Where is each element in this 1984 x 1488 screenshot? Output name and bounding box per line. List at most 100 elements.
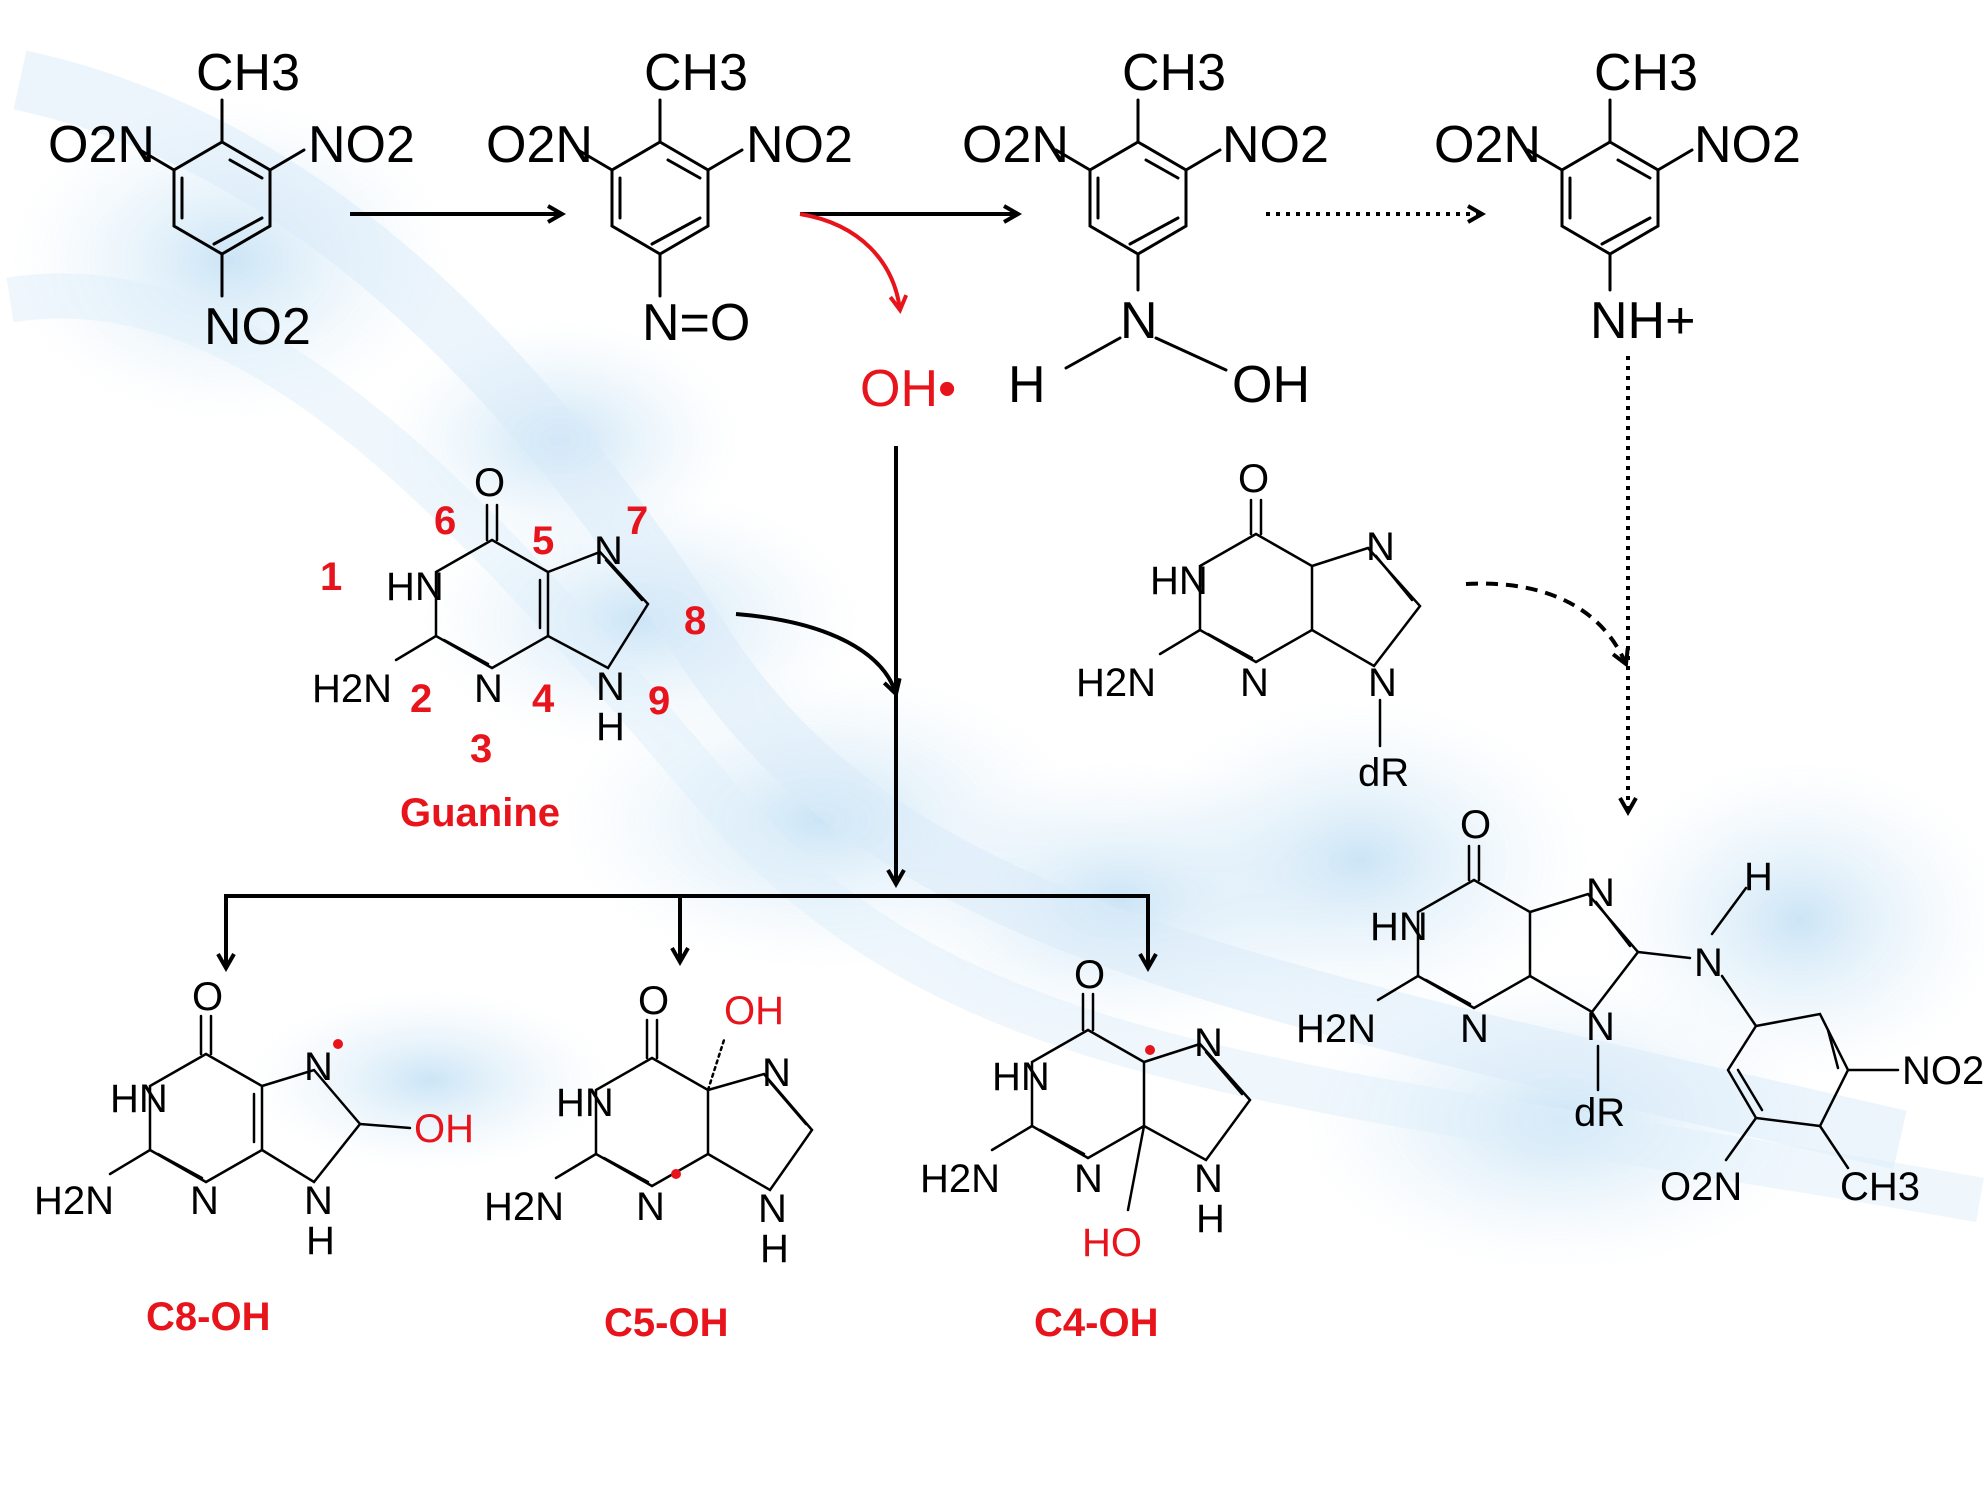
- c8-n3-label: N: [190, 1179, 219, 1223]
- dg-o-label: O: [1238, 457, 1269, 501]
- tnt-ch3-label: CH3: [196, 44, 300, 102]
- c4-oh-name: C4-OH: [1034, 1301, 1158, 1345]
- dg-n9-label: N: [1368, 661, 1397, 705]
- c4-h9-label: H: [1196, 1197, 1225, 1241]
- dg-hn-label: HN: [1150, 559, 1208, 603]
- dg-dr-label: dR: [1358, 751, 1409, 795]
- c5-n3-label: N: [636, 1185, 665, 1229]
- nitrenium-molecule: CH3 O2N NO2 NH+: [1434, 44, 1801, 350]
- hydroxylamine-no2-label: NO2: [1222, 116, 1329, 174]
- deoxyguanosine-molecule: O HN H2N N N N dR: [1076, 457, 1422, 795]
- adduct-dr-label: dR: [1574, 1091, 1625, 1135]
- nitroso-o2n-label: O2N: [486, 116, 593, 174]
- c8-oh-name: C8-OH: [146, 1295, 270, 1339]
- c4-n3-label: N: [1074, 1157, 1103, 1201]
- hydroxylamine-ch3-label: CH3: [1122, 44, 1226, 102]
- guanine-o-label: O: [474, 461, 505, 505]
- c5-h2n-label: H2N: [484, 1185, 564, 1229]
- adduct-n3-label: N: [1460, 1007, 1489, 1051]
- guanine-n9-label: N: [596, 665, 625, 709]
- guanine-name-label: Guanine: [400, 791, 560, 835]
- nitroso-ch3-label: CH3: [644, 44, 748, 102]
- guanine-molecule: O HN H2N N N N H 1 2 3 4 5 6 7 8 9 Guani…: [312, 461, 706, 835]
- nitrenium-o2n-label: O2N: [1434, 116, 1541, 174]
- guanine-number-3: 3: [470, 727, 492, 771]
- nitroso-n-o-label: N=O: [642, 294, 750, 352]
- dg-n7-label: N: [1366, 525, 1395, 569]
- guanine-number-4: 4: [532, 677, 555, 721]
- dg-h2n-label: H2N: [1076, 661, 1156, 705]
- guanine-number-9: 9: [648, 679, 670, 723]
- c5-h9-label: H: [760, 1227, 789, 1271]
- dna-background: [6, 50, 1984, 1270]
- product-c5-oh: O HN H2N N N N H OH C5-OH: [484, 979, 814, 1345]
- c8-o-label: O: [192, 975, 223, 1019]
- hydroxylamine-oh-label: OH: [1232, 356, 1310, 414]
- nitroso-molecule: CH3 O2N NO2 N=O: [486, 44, 853, 352]
- c4-h2n-label: H2N: [920, 1157, 1000, 1201]
- c4-o-label: O: [1074, 953, 1105, 997]
- guanine-n7-label: N: [594, 529, 623, 573]
- guanine-hn-label: HN: [386, 565, 444, 609]
- guanine-h2n-label: H2N: [312, 667, 392, 711]
- hydroxylamine-molecule: CH3 O2N NO2 N H OH: [962, 44, 1329, 414]
- c5-oh-name: C5-OH: [604, 1301, 728, 1345]
- adduct-molecule: O HN H2N N N N dR N H NO2 O2N CH3: [1296, 803, 1984, 1209]
- c5-n9-label: N: [758, 1187, 787, 1231]
- c8-n9-label: N: [304, 1179, 333, 1223]
- tnt-molecule: CH3 O2N NO2 NO2: [48, 44, 415, 356]
- guanine-number-5: 5: [532, 519, 554, 563]
- guanine-number-8: 8: [684, 599, 706, 643]
- c8-n7-label: N: [304, 1045, 333, 1089]
- arrow-dg-to-adduct: [1465, 581, 1626, 664]
- guanine-number-7: 7: [626, 499, 648, 543]
- tnt-no2-bottom-label: NO2: [204, 298, 311, 356]
- adduct-h2n-label: H2N: [1296, 1007, 1376, 1051]
- adduct-no2-label: NO2: [1902, 1049, 1984, 1093]
- c8-h2n-label: H2N: [34, 1179, 114, 1223]
- c8-oh-label: OH: [414, 1107, 474, 1151]
- product-c8-oh: O HN H2N N N N H OH C8-OH: [34, 975, 474, 1339]
- guanine-n3-label: N: [474, 667, 503, 711]
- hydroxylamine-n-label: N: [1120, 292, 1158, 350]
- hydroxyl-radical-label: OH•: [860, 360, 956, 418]
- adduct-nh-n-label: N: [1694, 941, 1723, 985]
- nitrenium-nh-plus-label: NH+: [1590, 292, 1695, 350]
- adduct-ch3-label: CH3: [1840, 1165, 1920, 1209]
- c5-o-label: O: [638, 979, 669, 1023]
- c4-oh-label: HO: [1082, 1221, 1142, 1265]
- c4-n9-label: N: [1194, 1157, 1223, 1201]
- guanine-h9-label: H: [596, 705, 625, 749]
- guanine-number-1: 1: [320, 555, 342, 599]
- c5-n7-label: N: [762, 1051, 791, 1095]
- guanine-number-6: 6: [434, 499, 456, 543]
- c5-oh-label: OH: [724, 989, 784, 1033]
- adduct-nh-h-label: H: [1744, 855, 1773, 899]
- arrow-guanine-joins: [735, 612, 896, 694]
- adduct-o-label: O: [1460, 803, 1491, 847]
- c5-radical-dot: [671, 1169, 681, 1179]
- nitrenium-ch3-label: CH3: [1594, 44, 1698, 102]
- tnt-no2-right-label: NO2: [308, 116, 415, 174]
- nitrenium-no2-label: NO2: [1694, 116, 1801, 174]
- adduct-o2n-label: O2N: [1660, 1165, 1742, 1209]
- guanine-number-2: 2: [410, 677, 432, 721]
- c4-radical-dot: [1145, 1045, 1155, 1055]
- c8-hn-label: HN: [110, 1077, 168, 1121]
- hydroxylamine-o2n-label: O2N: [962, 116, 1069, 174]
- hydroxylamine-h-label: H: [1008, 356, 1046, 414]
- tnt-o2n-label: O2N: [48, 116, 155, 174]
- adduct-n9-label: N: [1586, 1005, 1615, 1049]
- c8-radical-dot: [333, 1039, 343, 1049]
- nitroso-no2-label: NO2: [746, 116, 853, 174]
- adduct-hn-label: HN: [1370, 905, 1428, 949]
- c5-hn-label: HN: [556, 1081, 614, 1125]
- dg-n3-label: N: [1240, 661, 1269, 705]
- arrow-radical-release: [799, 212, 900, 310]
- adduct-n7-label: N: [1586, 871, 1615, 915]
- c4-hn-label: HN: [992, 1055, 1050, 1099]
- c8-h9-label: H: [306, 1219, 335, 1263]
- product-c4-oh: O HN H2N N N N H HO C4-OH: [920, 953, 1252, 1345]
